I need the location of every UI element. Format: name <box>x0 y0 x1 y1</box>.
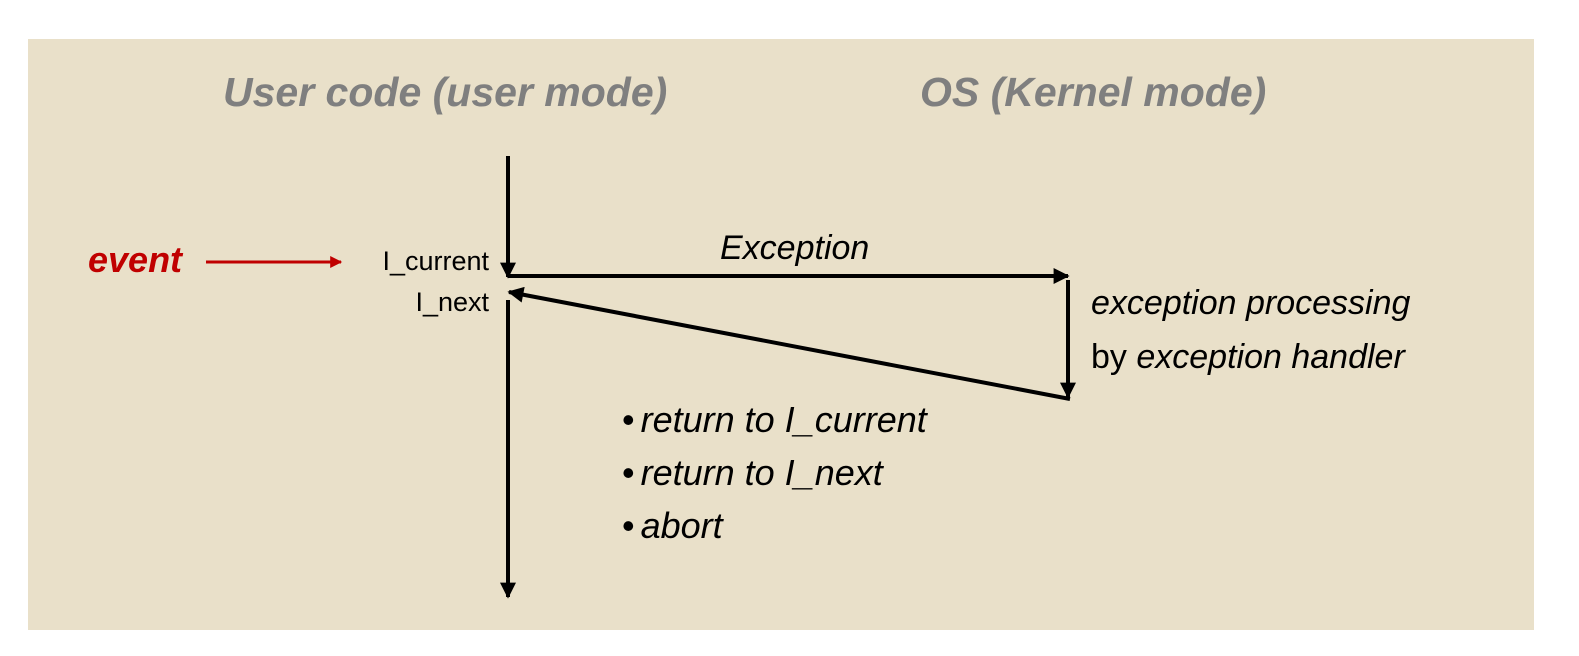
handler-line-2: by exception handler <box>1091 338 1405 377</box>
handler-line-1: exception processing <box>1091 284 1411 322</box>
kernel-mode-heading: OS (Kernel mode) <box>920 69 1267 115</box>
event-label: event <box>88 239 183 280</box>
bullet-icon: • <box>622 505 635 546</box>
exception-label: Exception <box>720 229 870 267</box>
return-arrow <box>507 286 1071 401</box>
outcome-item: •return to I_current <box>622 393 927 446</box>
i-current-label: I_current <box>382 246 489 276</box>
bullet-icon: • <box>622 399 635 440</box>
outcome-text: return to I_next <box>640 452 883 493</box>
outcome-text: return to I_current <box>640 399 927 440</box>
bullet-icon: • <box>622 452 635 493</box>
outcome-item: •abort <box>622 499 927 552</box>
user-mode-heading: User code (user mode) <box>223 69 668 115</box>
outcome-list: •return to I_current •return to I_next •… <box>622 393 927 552</box>
outcome-item: •return to I_next <box>622 446 927 499</box>
outcome-text: abort <box>640 505 723 546</box>
diagram-panel <box>28 39 1534 630</box>
handler-line-2-prefix: by <box>1091 338 1137 376</box>
handler-line-2-italic: exception handler <box>1136 338 1405 376</box>
i-next-label: I_next <box>415 287 489 317</box>
